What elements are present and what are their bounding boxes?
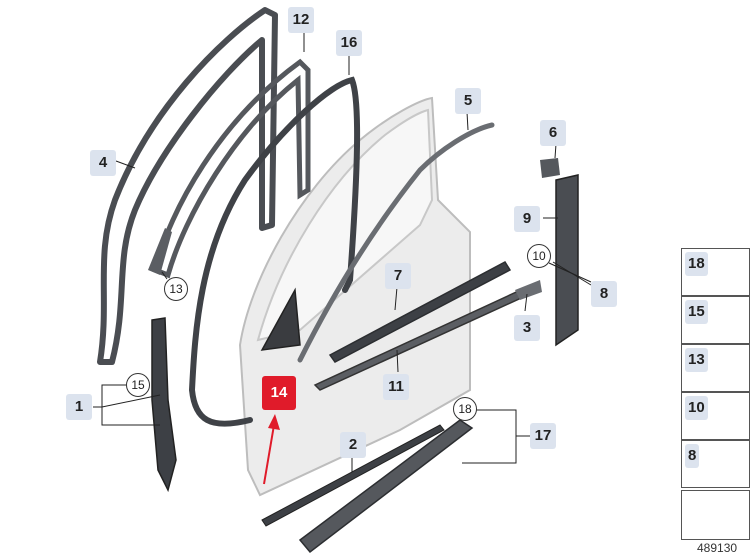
callout-3[interactable]: 3 — [514, 315, 540, 341]
part-9-pillar — [555, 174, 579, 347]
callout-7[interactable]: 7 — [385, 263, 411, 289]
highlight-arrowhead — [268, 414, 280, 430]
callout-11[interactable]: 11 — [383, 374, 409, 400]
callout-1[interactable]: 1 — [66, 394, 92, 420]
part-2-lower-seal — [261, 424, 445, 527]
legend-cell-8[interactable]: 8 — [681, 440, 750, 488]
legend-cell-13[interactable]: 13 — [681, 344, 750, 392]
legend-cell-18[interactable]: 18 — [681, 248, 750, 296]
part-7-strip — [328, 261, 512, 363]
part-13-bracket — [148, 228, 172, 275]
part-5-molding — [297, 122, 495, 363]
part-1-trim — [151, 317, 177, 493]
circled-18[interactable]: 18 — [453, 397, 477, 421]
callout-2[interactable]: 2 — [340, 432, 366, 458]
circled-10[interactable]: 10 — [527, 244, 551, 268]
callout-14-highlighted[interactable]: 14 — [262, 376, 296, 410]
callout-17[interactable]: 17 — [530, 423, 556, 449]
part-12-channel — [152, 58, 311, 279]
part-6-cap — [540, 158, 560, 178]
part-14-triangle — [260, 287, 301, 351]
callout-12[interactable]: 12 — [288, 7, 314, 33]
circled-15[interactable]: 15 — [126, 373, 150, 397]
circled-13[interactable]: 13 — [164, 277, 188, 301]
callout-4[interactable]: 4 — [90, 150, 116, 176]
legend-label-15: 15 — [685, 300, 708, 324]
part-3-bracket — [515, 280, 542, 300]
part-4-frame-seal — [97, 7, 278, 365]
part-17-rocker — [298, 419, 474, 554]
callout-5[interactable]: 5 — [455, 88, 481, 114]
callout-16[interactable]: 16 — [336, 30, 362, 56]
callout-6[interactable]: 6 — [540, 120, 566, 146]
part-16-door-seal — [189, 76, 361, 427]
door-window-frame — [256, 108, 434, 342]
highlight-arrow — [263, 424, 275, 485]
callout-8-box[interactable]: 8 — [591, 281, 617, 307]
callout-9[interactable]: 9 — [514, 206, 540, 232]
document-number: 489130 — [697, 541, 738, 555]
legend-label-10: 10 — [685, 396, 708, 420]
legend-cell-15[interactable]: 15 — [681, 296, 750, 344]
legend-label-8: 8 — [685, 444, 700, 468]
legend-label-18: 18 — [685, 252, 708, 276]
legend-label-13: 13 — [685, 348, 708, 372]
legend-cell-arrow[interactable] — [681, 490, 750, 540]
legend-cell-10[interactable]: 10 — [681, 392, 750, 440]
leader-lines — [93, 32, 592, 472]
